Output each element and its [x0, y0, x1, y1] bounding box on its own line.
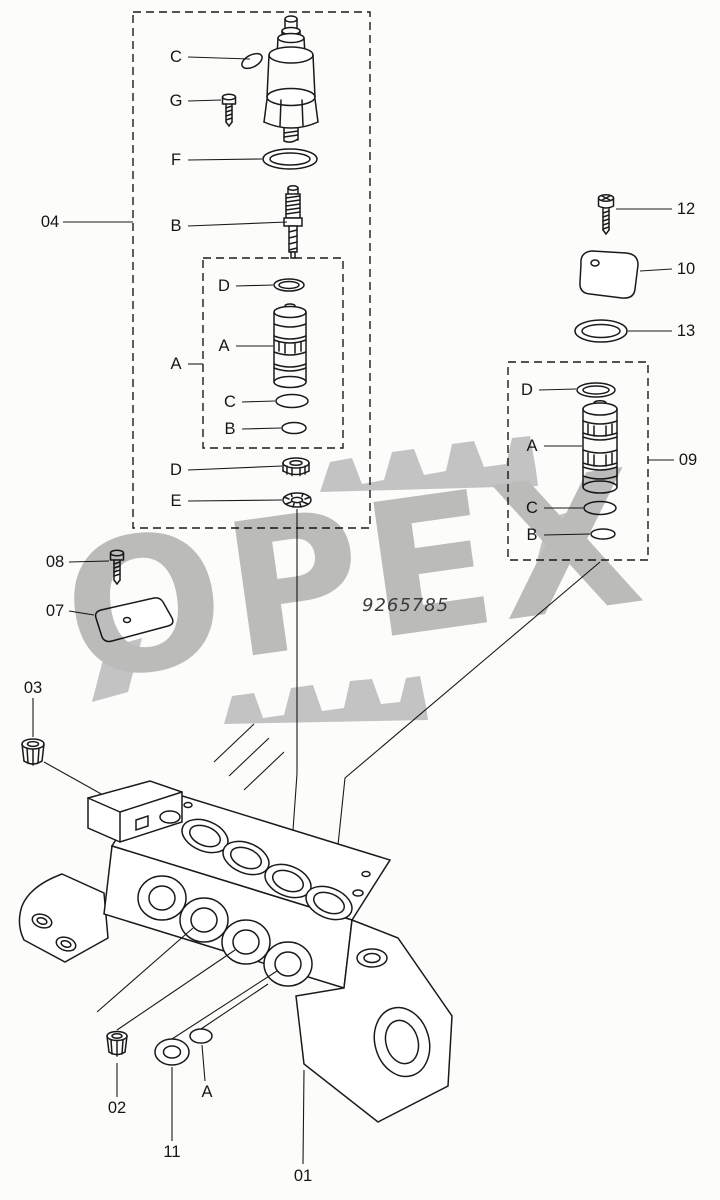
callout-a-inner: A [218, 336, 230, 355]
callout-07: 07 [45, 601, 65, 620]
spool-kit-a-drawing [273, 278, 309, 435]
valve-stem-b-drawing [283, 185, 303, 259]
spool-kit-09-drawing [576, 382, 618, 540]
dashed-box-04 [132, 11, 371, 529]
callout-12: 12 [676, 199, 696, 218]
oring-a-bottom-drawing [189, 1028, 213, 1044]
plate-07-drawing [94, 597, 174, 643]
callout-03: 03 [23, 678, 43, 697]
callout-04: 04 [40, 212, 60, 231]
callout-09: 09 [678, 450, 698, 469]
plug-03-drawing [21, 738, 45, 766]
locknut-d-drawing [282, 457, 310, 477]
cover-plate-10-drawing [579, 250, 639, 299]
bolt-08-drawing [109, 549, 125, 586]
callout-c-09: C [526, 498, 538, 517]
bolt-12-drawing [597, 194, 615, 236]
callout-g: G [169, 91, 183, 110]
callout-group-a: A [170, 354, 182, 373]
oring-f-drawing [262, 148, 318, 170]
callout-b-inner: B [224, 419, 236, 438]
dashed-box-a [202, 257, 344, 449]
callout-c-inner: C [224, 392, 236, 411]
callout-10: 10 [676, 259, 696, 278]
callout-02: 02 [107, 1098, 127, 1117]
callout-b-09: B [526, 525, 538, 544]
callout-11: 11 [163, 1142, 181, 1161]
plug-11-drawing [154, 1038, 190, 1066]
valve-block-drawing [18, 780, 453, 1123]
plug-02-drawing [106, 1030, 128, 1057]
callout-a-bottom: A [201, 1082, 213, 1101]
callout-c-top: C [170, 47, 182, 66]
callout-d-09: D [521, 380, 533, 399]
callout-d-mid: D [170, 460, 182, 479]
callout-b-top: B [170, 216, 182, 235]
callout-01: 01 [293, 1166, 313, 1185]
washer-e-drawing [282, 492, 312, 508]
callout-f: F [170, 150, 182, 169]
callout-d-inner: D [218, 276, 230, 295]
part-number: 9265785 [362, 595, 450, 616]
bolt-g-drawing [221, 93, 237, 128]
callout-e-mid: E [170, 491, 182, 510]
callout-08: 08 [45, 552, 65, 571]
solenoid-valve-drawing [241, 15, 319, 143]
oring-13-drawing [574, 319, 628, 343]
callout-a-09: A [526, 436, 538, 455]
callout-13: 13 [676, 321, 696, 340]
bottom-leader-lines [96, 927, 278, 1040]
